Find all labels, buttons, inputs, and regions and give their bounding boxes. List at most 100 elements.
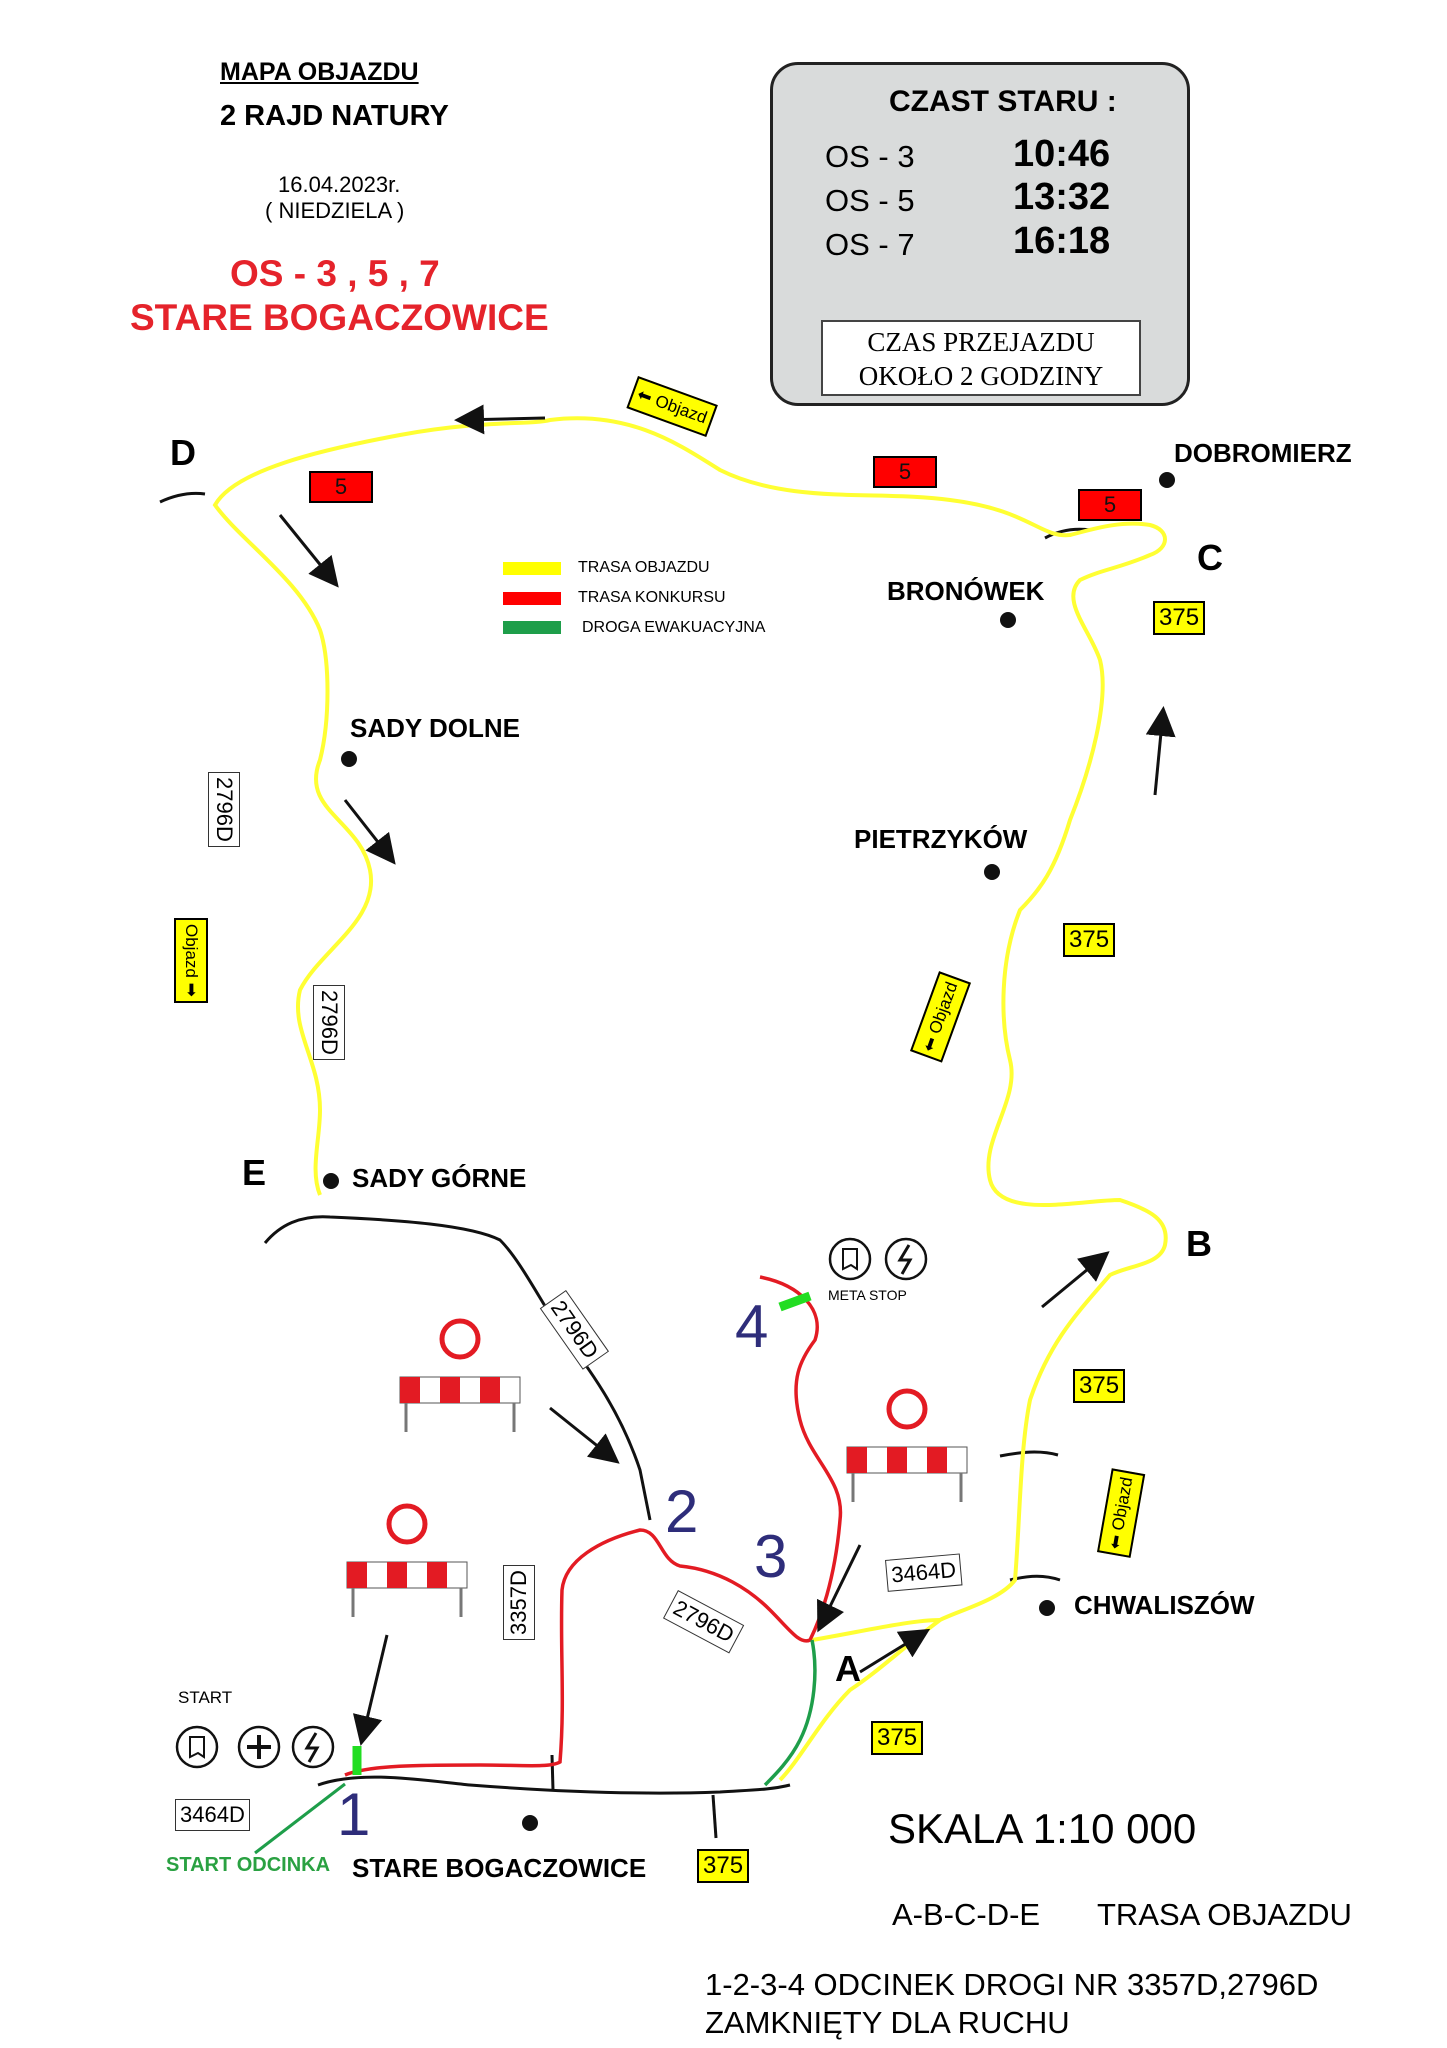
road-3357d-link [550,1754,555,1791]
travel-time-line1: CZAS PRZEJAZDU [867,327,1095,357]
road-5-label-east: 5 [1078,489,1142,521]
arrow-c-up [1145,706,1176,796]
place-chwaliszow: CHWALISZÓW [1074,1590,1255,1620]
arrow-start [352,1634,389,1746]
direction-arrows [254,404,1176,1855]
road-375-label-a: 375 [871,1721,924,1755]
road-3464d-label-east: 3464D [885,1553,963,1592]
start-times-heading: CZAST STARU : [889,85,1117,118]
legend-label-stage: TRASA KONKURSU [578,589,726,606]
road-375-label-south: 375 [697,1849,750,1883]
stage-label-1: OS - 3 [825,139,915,174]
stage-time-2: 13:32 [1013,176,1111,218]
stage-time-3: 16:18 [1013,220,1111,262]
road-2796d-north [263,1215,652,1521]
detour-letters: A-B-C-D-E [892,1897,1041,1932]
arrow-b-up [1041,1251,1110,1309]
detour-label: TRASA OBJAZDU [1097,1897,1352,1932]
road-2796d-label-middle: 2796D [313,985,345,1060]
road-375-label-c: 375 [1153,601,1206,635]
stage-time-1: 10:46 [1013,133,1111,175]
dot-chwaliszow [1039,1600,1055,1616]
location-title: STARE BOGACZOWICE [130,297,549,338]
barrier-1 [346,1503,468,1617]
roads [159,491,1091,1839]
arrow-sady-dolne [343,799,396,865]
place-bronowek: BRONÓWEK [887,576,1045,606]
detour-sign-west: Objazd ➡ [174,918,208,1003]
barrier-2 [399,1318,521,1432]
section-number-3: 3 [754,1523,788,1590]
section-number-1: 1 [337,1781,371,1848]
dot-sady-gorne [323,1173,339,1189]
arrow-top-left [454,404,546,435]
evacuation-road [763,1639,817,1787]
road-3357d-label: 3357D [503,1565,535,1640]
legend-swatches [503,562,561,634]
arrow-start-odcinka [254,1782,346,1855]
arrow-d-down [278,514,339,588]
road-2796d-label-north: 2796D [208,772,240,847]
meta-lightning-icon [884,1237,928,1281]
start-timecard-icon [175,1725,219,1769]
arrow-closure-2 [549,1406,620,1464]
stage-route [344,1275,843,1777]
legend-swatch-detour [503,562,561,575]
dot-pietrzykow [984,864,1000,880]
start-times-box: CZAST STARU : OS - 3 10:46 OS - 5 13:32 … [770,62,1190,406]
route-point-b: B [1186,1223,1212,1264]
detour-route-a-branch [811,1618,941,1642]
legend-swatch-stage [503,592,561,605]
arrow-a-right [859,1628,931,1674]
dot-sady-dolne [341,751,357,767]
dot-bronowek [1000,612,1016,628]
road-375-label-pietrzykow: 375 [1063,923,1116,957]
place-sady-gorne: SADY GÓRNE [352,1163,527,1193]
place-pietrzykow: PIETRZYKÓW [854,824,1028,854]
road-375-label-b: 375 [1073,1369,1126,1403]
detour-sign-west-text: Objazd [182,924,201,978]
closure-line-2: ZAMKNIĘTY DLA RUCHU [705,2005,1070,2040]
detour-sign-south-text: Objazd [1108,1475,1137,1532]
detour-route-a-b-c-d-e [212,416,1168,1782]
start-lightning-icon [291,1725,335,1769]
event-date: 16.04.2023r. [278,172,401,197]
closure-line-1: 1-2-3-4 ODCINEK DROGI NR 3357D,2796D [705,1967,1319,2002]
road-pietrzykow-east [999,1450,1059,1458]
road-3464d-west [317,1775,791,1795]
place-sady-dolne: SADY DOLNE [350,713,520,743]
arrow-closure-a [817,1544,862,1633]
meta-stop-label: META STOP [828,1287,907,1303]
route-point-d: D [170,432,196,473]
road-5-label-middle: 5 [873,456,937,488]
road-3464d-label-west: 3464D [175,1799,250,1831]
start-plus-icon [237,1725,281,1769]
map-title: MAPA OBJAZDU [220,58,419,86]
place-stare-bogaczowice: STARE BOGACZOWICE [352,1853,647,1883]
legend-label-evacuation: DROGA EWAKUACYJNA [582,619,766,636]
route-point-c: C [1197,537,1223,578]
dot-dobromierz [1159,472,1175,488]
start-label: START [178,1688,233,1707]
dot-stare-bogaczowice [522,1815,538,1831]
road-5-label-west: 5 [309,471,373,503]
stage-label-2: OS - 5 [825,183,915,218]
road-closure-barriers [346,1318,968,1617]
meta-marker-green [778,1291,812,1312]
meta-timecard-icon [828,1237,872,1281]
legend-label-detour: TRASA OBJAZDU [578,559,710,576]
event-weekday: ( NIEDZIELA ) [265,198,405,223]
place-dobromierz: DOBROMIERZ [1174,438,1352,468]
stages-title: OS - 3 , 5 , 7 [230,253,440,294]
travel-time-note: CZAS PRZEJAZDU OKOŁO 2 GODZINY [821,320,1141,396]
section-number-2: 2 [665,1478,699,1545]
map-scale: SKALA 1:10 000 [888,1805,1197,1852]
road-chwaliszow-east [1009,1574,1061,1582]
place-dots [323,472,1175,1831]
road-375-stub [711,1794,718,1839]
travel-time-line2: OKOŁO 2 GODZINY [858,361,1104,391]
rally-icons [175,1237,928,1769]
section-number-4: 4 [735,1293,769,1360]
legend-swatch-evacuation [503,621,561,634]
